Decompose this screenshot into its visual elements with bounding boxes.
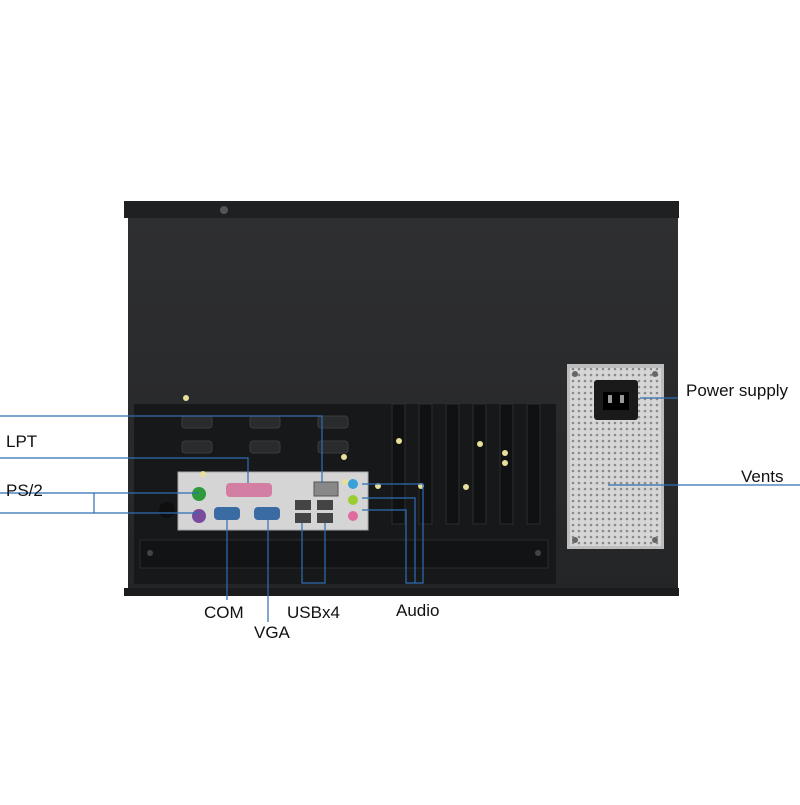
callout-lines: [0, 397, 800, 622]
power-supply-unit: [567, 364, 664, 549]
usb-label: USBx4: [287, 603, 340, 622]
audio-label: Audio: [396, 601, 440, 620]
audio-mic: [348, 511, 358, 521]
chassis-top-lip: [124, 201, 679, 218]
ps2-mouse-port: [192, 487, 206, 501]
lpt-callout: [0, 457, 249, 483]
serial-header-ports: [181, 415, 349, 454]
vga-label: VGA: [254, 623, 290, 642]
usb-port-3: [317, 500, 333, 510]
vga-port: [254, 507, 280, 520]
io-shield: [177, 471, 369, 531]
com-port: [214, 507, 240, 520]
screw-hole: [159, 502, 175, 518]
power-supply-label: Power supply: [686, 381, 789, 400]
lan-port: [313, 481, 339, 497]
usb-callout: [301, 523, 326, 584]
chassis-bottom-lip: [124, 588, 679, 596]
vents-label: Vents: [741, 467, 784, 486]
audio-line-out: [348, 495, 358, 505]
ps2-label: PS/2: [6, 481, 43, 500]
audio-line-in: [348, 479, 358, 489]
com-label: COM: [204, 603, 244, 622]
board-area: [134, 403, 556, 584]
lpt-label: LPT: [6, 432, 38, 451]
feature-markers: [183, 395, 508, 490]
lpt-port: [226, 483, 272, 497]
expansion-slots: [391, 403, 541, 525]
lpt-callout-top: [0, 415, 323, 483]
ps2-keyboard-port: [192, 509, 206, 523]
bottom-bracket: [139, 539, 549, 569]
usb-port-4: [317, 513, 333, 523]
top-screw-icon: [220, 206, 228, 214]
usb-port-1: [295, 500, 311, 510]
usb-port-2: [295, 513, 311, 523]
